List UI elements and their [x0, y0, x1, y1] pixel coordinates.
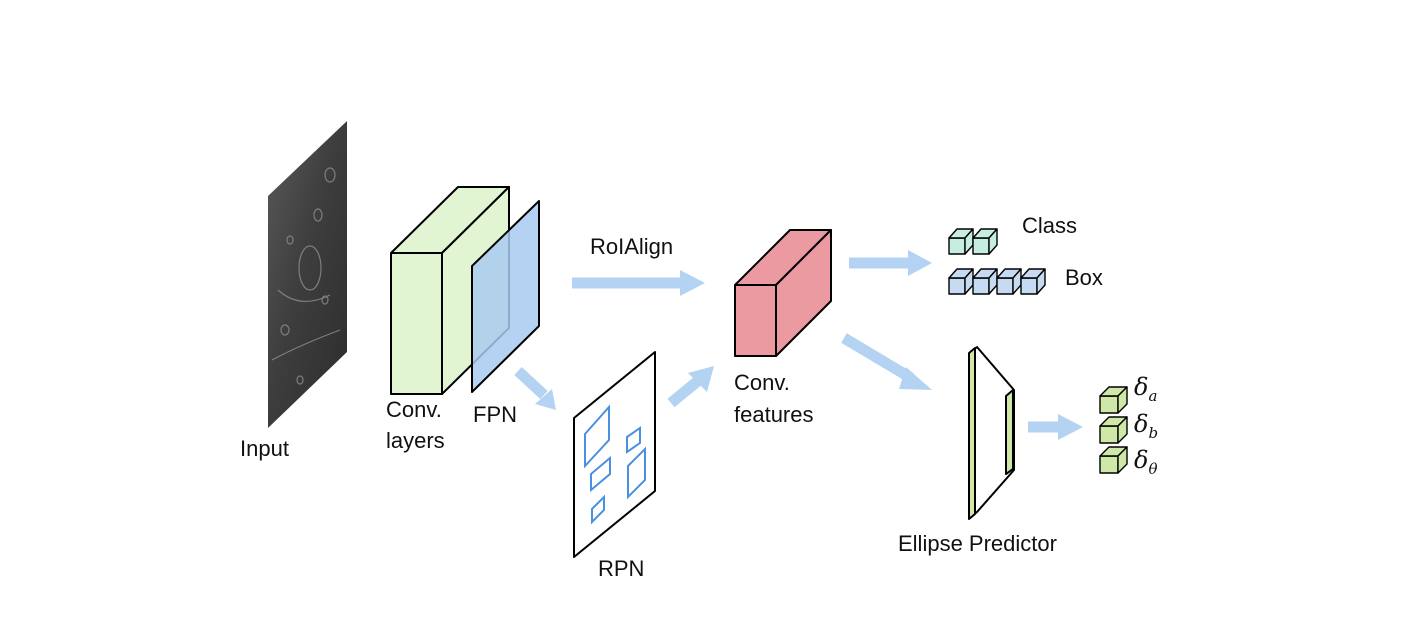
label-delta-a: δa	[1134, 373, 1158, 405]
rpn-proposal-boxes	[584, 404, 646, 525]
ellipse-predictor-block	[968, 346, 1015, 520]
label-conv-layers-1: Conv.	[386, 397, 442, 422]
label-delta-b: δb	[1134, 410, 1159, 442]
box-output-cubes	[948, 268, 1046, 295]
arrow-roialign	[572, 270, 705, 296]
label-rpn: RPN	[598, 556, 645, 581]
arrows	[514, 250, 1083, 440]
class-output-cubes	[948, 228, 998, 255]
input-image	[268, 121, 347, 428]
arrow-to-ellipse-predictor	[841, 333, 932, 390]
label-delta-theta: δθ	[1134, 446, 1158, 478]
label-roialign: RoIAlign	[590, 234, 674, 259]
arrow-to-deltas	[1028, 414, 1083, 440]
label-fpn: FPN	[473, 402, 517, 427]
label-conv-features-1: Conv.	[734, 370, 790, 395]
rpn-plane	[573, 351, 656, 558]
fpn-plane	[471, 200, 540, 393]
label-conv-layers-2: layers	[386, 428, 445, 453]
crater-texture	[271, 167, 341, 385]
label-ellipse-predictor: Ellipse Predictor	[898, 531, 1057, 556]
label-input: Input	[240, 436, 289, 461]
label-class: Class	[1022, 213, 1078, 238]
delta-output-cubes	[1099, 386, 1128, 474]
arrow-fpn-to-rpn	[514, 366, 556, 410]
conv-features-block	[734, 229, 832, 357]
label-conv-features-2: features	[734, 402, 814, 427]
label-box: Box	[1065, 265, 1103, 290]
arrow-to-class-box	[849, 250, 932, 276]
arrow-rpn-to-features	[667, 366, 714, 408]
